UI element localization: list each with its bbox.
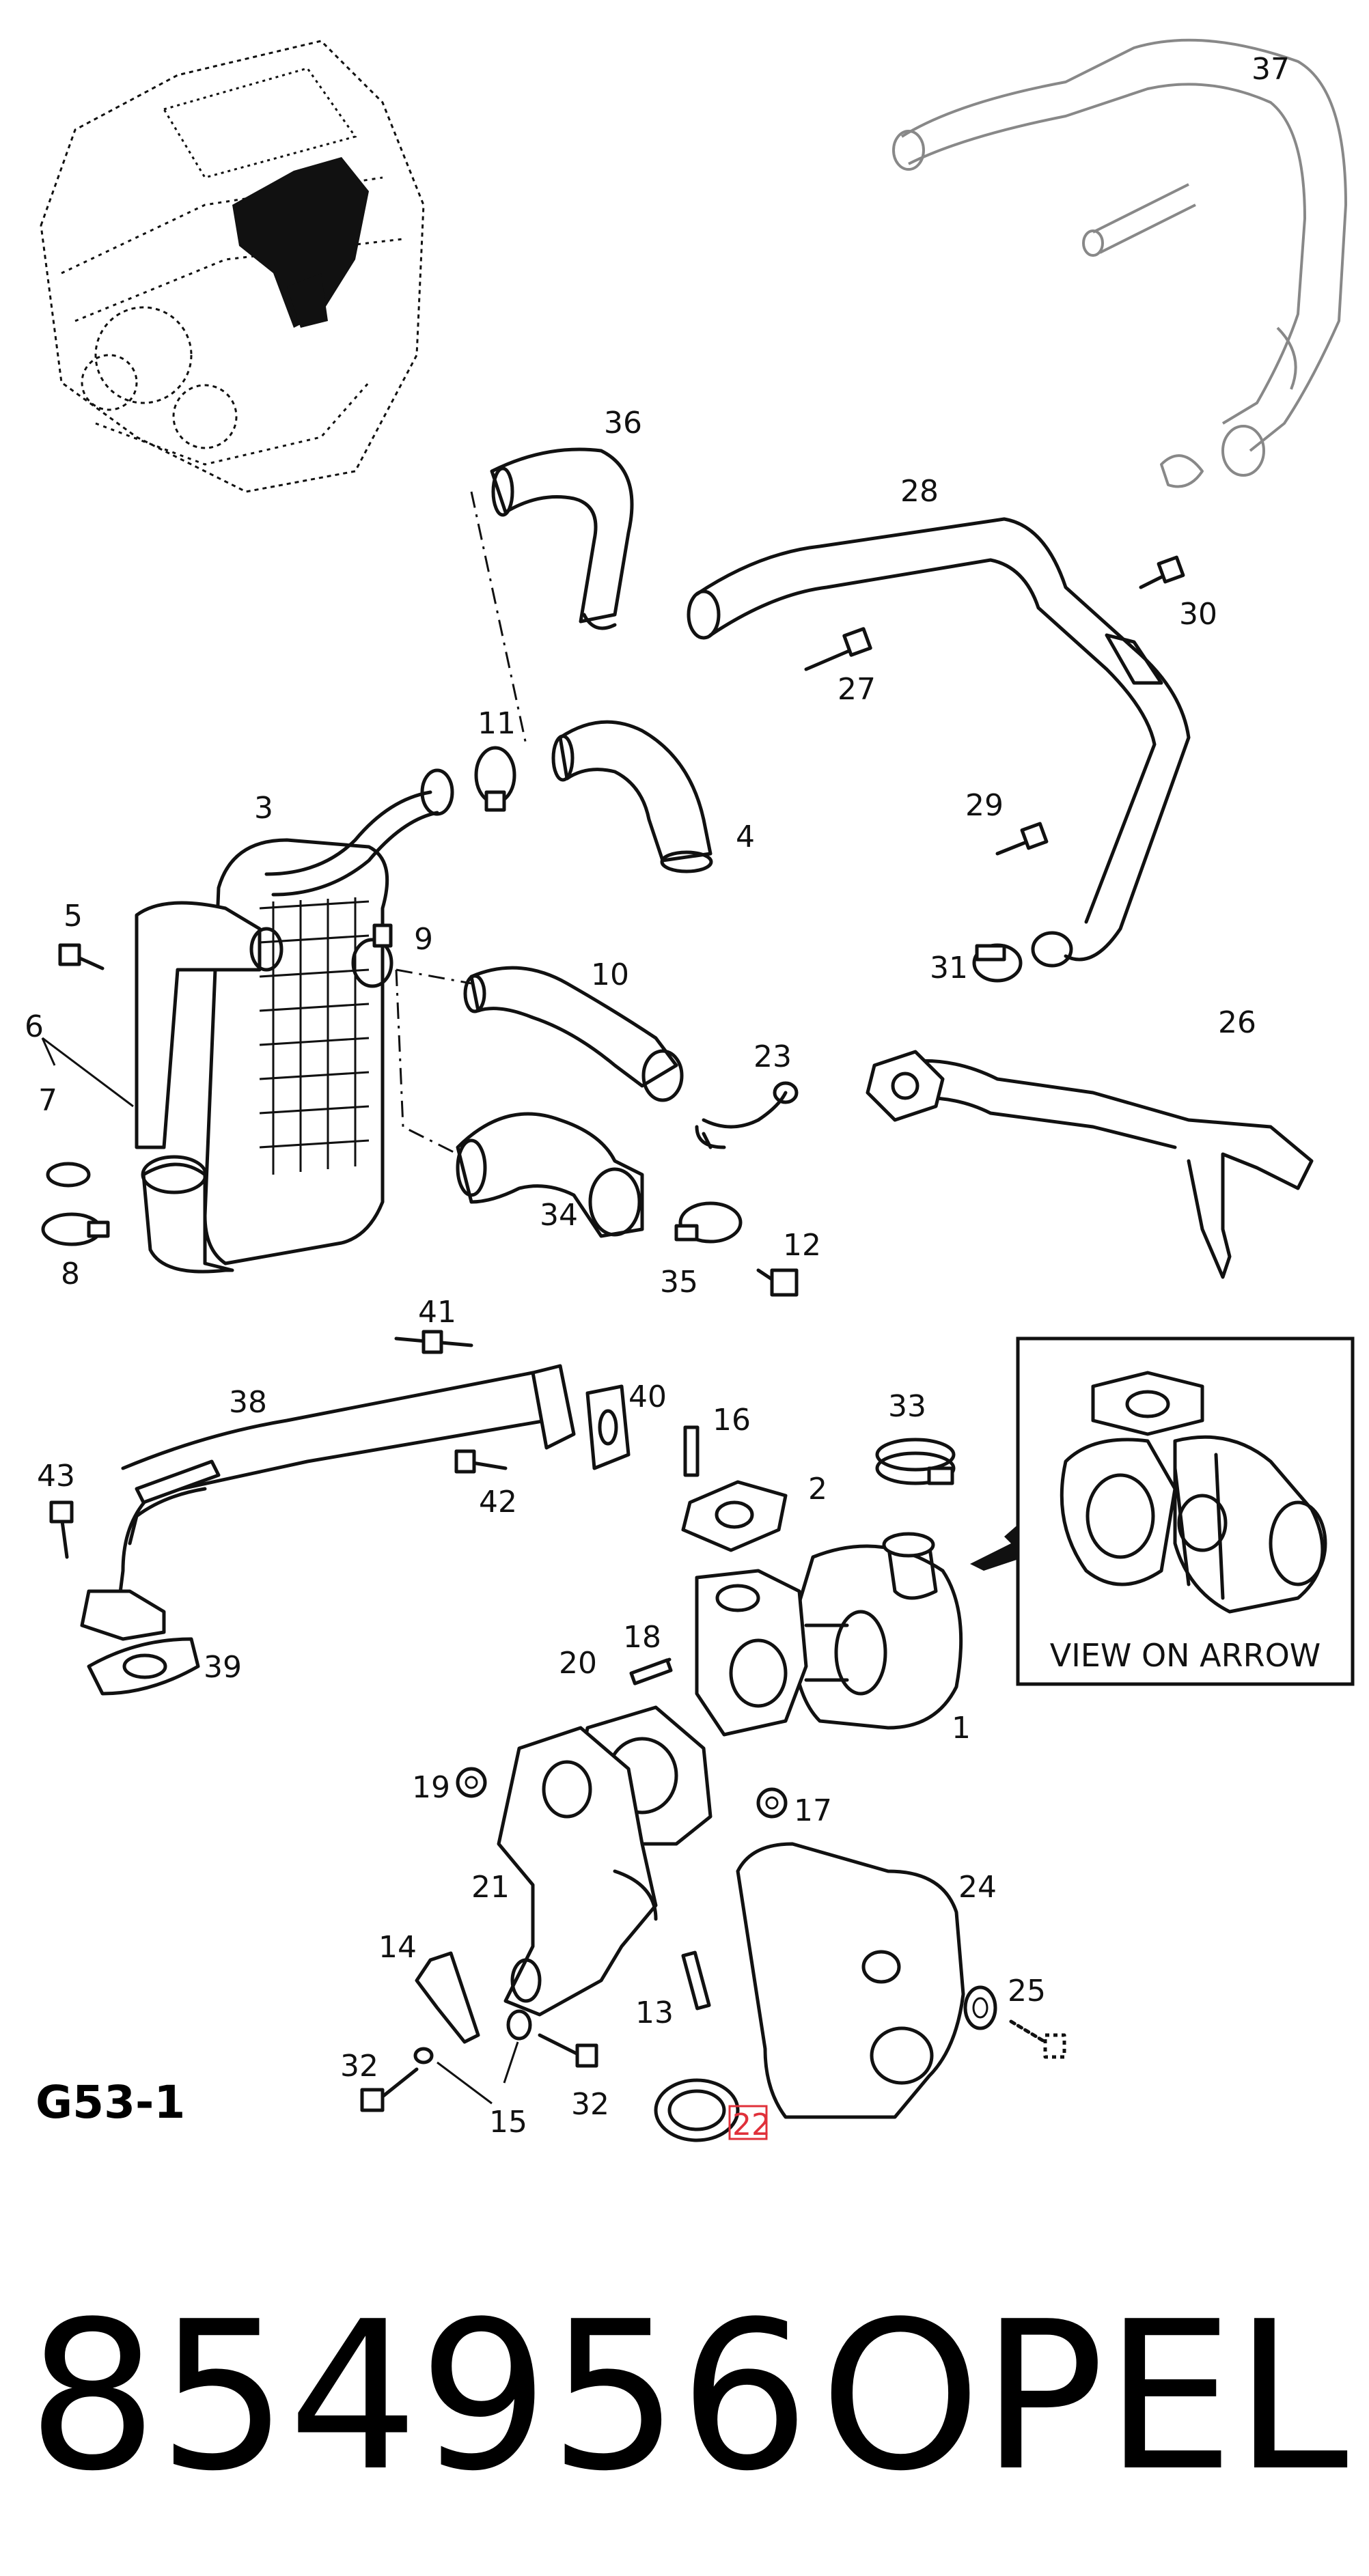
clamp-33 [875,1438,956,1485]
callout-14: 14 [378,1930,417,1965]
part-10-hose [463,966,684,1102]
callout-19: 19 [412,1770,450,1805]
callout-37: 37 [1252,52,1290,87]
callout-3: 3 [254,791,273,826]
callout-9: 9 [414,922,433,957]
callout-1: 1 [952,1711,971,1746]
part-38-pipe [80,1364,576,1641]
callout-24: 24 [958,1870,997,1905]
part-28-pipe [687,517,1191,968]
clamp-35 [674,1201,743,1244]
callout-43: 43 [37,1459,75,1494]
clamp-11 [474,746,516,812]
callout-29: 29 [965,788,1004,823]
dashed-leaders [395,491,527,1156]
part-26-pipe [866,1050,1314,1279]
bolt-27 [804,627,872,671]
part-24-heat-shield [736,1842,965,2119]
stud-41 [394,1330,473,1354]
bolt-near-25 [1009,2019,1066,2059]
callout-28: 28 [900,474,939,509]
bolt-30 [1139,555,1185,589]
callout-8: 8 [61,1257,80,1291]
leader-6-7 [41,1037,134,1108]
callout-39: 39 [204,1650,242,1685]
callout-10: 10 [591,957,629,992]
part-1-turbocharger [695,1532,963,1737]
callout-34: 34 [540,1198,578,1233]
brand-name: OPEL [820,2278,1349,2516]
callout-30: 30 [1179,597,1217,632]
callout-15: 15 [489,2105,527,2140]
part-21-manifold [497,1726,658,2017]
callout-2: 2 [808,1472,827,1507]
callout-6: 6 [25,1009,44,1044]
callout-38: 38 [229,1385,267,1420]
part-36-hose [490,447,634,630]
washer-25 [963,1985,997,2030]
bolt-5 [58,943,105,970]
callout-31: 31 [930,951,968,985]
callout-18: 18 [623,1620,661,1655]
callout-21: 21 [471,1870,510,1905]
fitting-23 [695,1081,799,1149]
washer-15 [413,2009,532,2105]
callout-26: 26 [1218,1005,1256,1040]
bolt-32b [538,2033,598,2068]
callout-32a: 32 [340,2049,378,2084]
part-3-intercooler [135,768,454,1274]
part-4-hose [551,720,713,873]
callout-12: 12 [783,1228,821,1263]
bracket-14 [415,1951,480,2044]
callout-42: 42 [479,1485,517,1520]
callout-13: 13 [635,1996,674,2030]
figure-code: G53-1 [36,2076,186,2129]
gasket-40 [585,1384,631,1470]
stud-16 [683,1425,700,1477]
o-ring-7 [46,1162,91,1188]
callout-25: 25 [1008,1974,1046,2008]
callouts: 1 2 3 4 5 6 7 8 9 10 11 12 13 14 15 16 1… [25,52,1290,2142]
callout-7: 7 [38,1083,57,1118]
seal-22 [654,2078,740,2142]
bolt-29 [995,822,1049,856]
nut-17 [756,1787,788,1819]
callout-27: 27 [838,672,876,707]
callout-22: 22 [732,2108,771,2142]
nut-19 [456,1767,487,1798]
bolt-12 [756,1268,799,1297]
inset-view: VIEW ON ARROW [1016,1336,1355,1686]
stud-18 [629,1657,673,1685]
clamp-8 [41,1212,110,1246]
callout-20: 20 [559,1646,597,1681]
gasket-2 [681,1480,788,1552]
callout-33: 33 [888,1389,926,1424]
bolt-42 [454,1449,508,1474]
callout-36: 36 [604,406,642,440]
stud-13 [681,1950,711,2011]
gasket-39 [87,1637,200,1696]
bolt-43 [49,1500,74,1559]
bolt-32a [360,2067,419,2112]
part-37-pipe [892,38,1347,488]
part-number: 854956 [27,2278,810,2516]
callout-11: 11 [478,706,516,741]
callout-23: 23 [753,1039,792,1074]
callout-16: 16 [713,1403,751,1438]
callout-22-highlight [728,2105,768,2140]
callout-5: 5 [64,899,83,934]
part-34-hose [456,1112,644,1238]
callout-35: 35 [660,1265,698,1300]
clamp-31 [972,943,1023,983]
callout-32b: 32 [571,2087,609,2122]
clamp-9 [351,923,393,988]
callout-17: 17 [794,1793,832,1828]
callout-4: 4 [736,820,755,854]
engine-thumbnail [40,40,425,493]
callout-41: 41 [418,1295,456,1330]
inset-caption: VIEW ON ARROW [1050,1637,1321,1674]
callout-40: 40 [628,1380,667,1414]
